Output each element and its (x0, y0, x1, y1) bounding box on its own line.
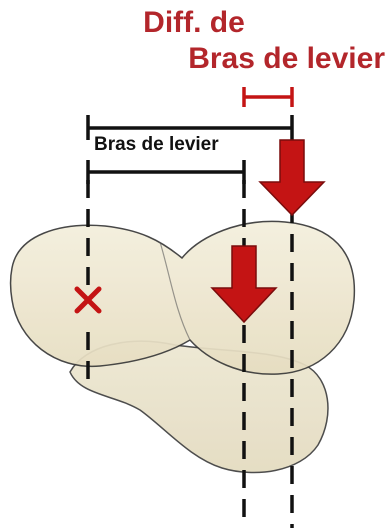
lever-arm-label: Bras de levier (94, 134, 284, 156)
diff-title-line2: Bras de levier (150, 42, 385, 76)
diff-title-line1: Diff. de (74, 6, 314, 40)
